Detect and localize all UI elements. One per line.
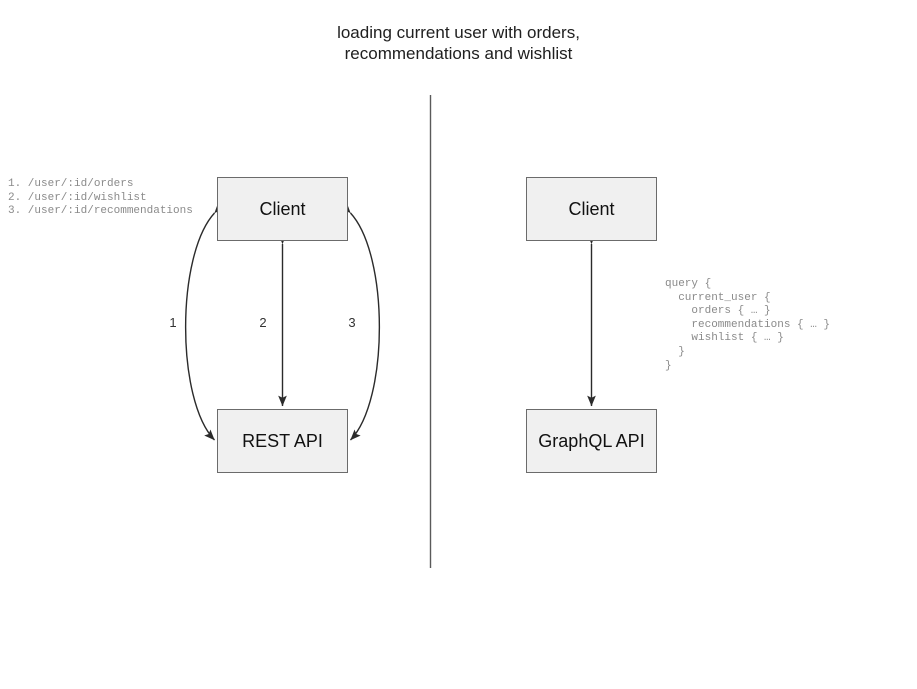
rest-endpoint-list: 1. /user/:id/orders 2. /user/:id/wishlis… xyxy=(8,178,193,218)
node-client-rest[interactable]: Client xyxy=(217,177,348,241)
edge-label-1: 1 xyxy=(169,315,177,330)
edge-rest-1-curve xyxy=(185,202,225,441)
node-rest-api[interactable]: REST API xyxy=(217,409,348,473)
graphql-query-snippet: query { current_user { orders { … } reco… xyxy=(665,278,831,372)
edge-label-2: 2 xyxy=(259,315,267,330)
node-client-graphql[interactable]: Client xyxy=(526,177,657,241)
diagram-title: loading current user with orders, recomm… xyxy=(337,23,580,63)
edge-label-3: 3 xyxy=(348,315,356,330)
node-graphql-api[interactable]: GraphQL API xyxy=(526,409,657,473)
